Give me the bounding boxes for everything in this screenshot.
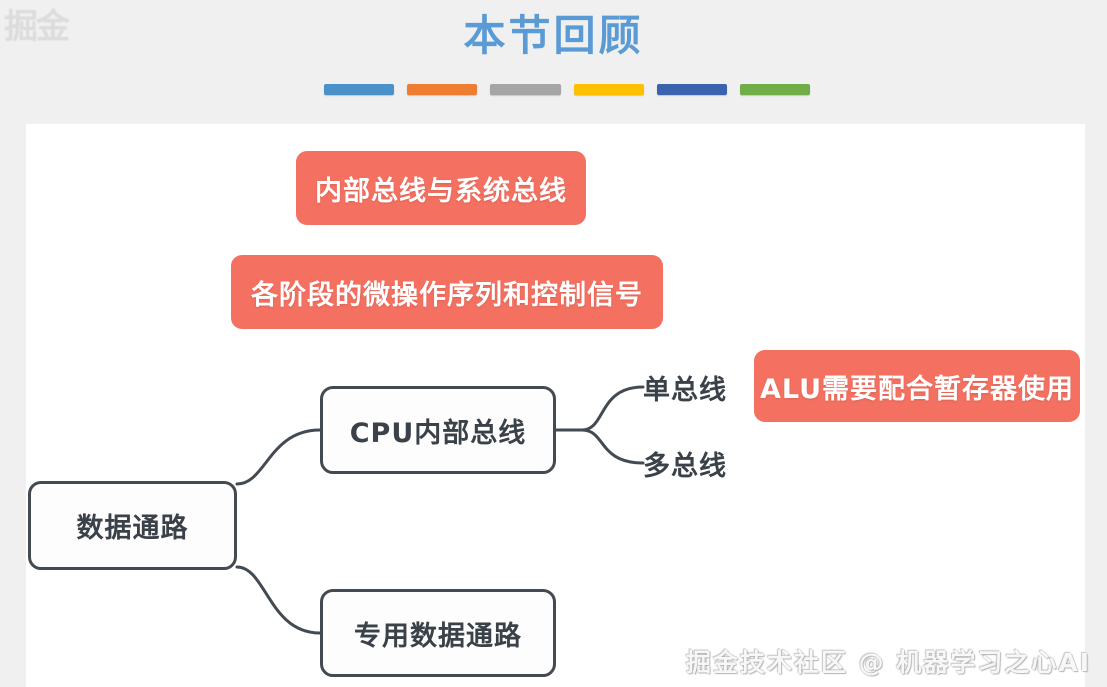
node-data-path[interactable]: 数据通路 bbox=[28, 481, 237, 570]
bottom-watermark: 掘金技术社区 @ 机器学习之心AI bbox=[685, 648, 1091, 677]
accent-bar-amber-icon bbox=[573, 84, 644, 95]
node-dedicated-data-path-label: 专用数据通路 bbox=[354, 620, 522, 652]
accent-bar-group bbox=[324, 84, 811, 96]
node-single-bus-label: 单总线 bbox=[643, 374, 727, 406]
node-multi-bus[interactable]: 多总线 bbox=[643, 442, 803, 484]
mindmap-diagram: 内部总线与系统总线 各阶段的微操作序列和控制信号 ALU需要配合暂存器使用 CP… bbox=[26, 124, 1085, 687]
accent-bar-orange-icon bbox=[407, 84, 478, 95]
accent-bar-gray-icon bbox=[490, 84, 561, 95]
accent-bar-blue-dark-icon bbox=[656, 84, 727, 95]
node-cpu-internal-bus[interactable]: CPU内部总线 bbox=[320, 386, 556, 474]
accent-bar-green-icon bbox=[739, 84, 811, 95]
slide-canvas: 内部总线与系统总线 各阶段的微操作序列和控制信号 ALU需要配合暂存器使用 CP… bbox=[26, 124, 1085, 687]
node-single-bus[interactable]: 单总线 bbox=[643, 366, 803, 408]
corner-watermark: 掘金 bbox=[4, 8, 70, 46]
node-cpu-internal-bus-label: CPU内部总线 bbox=[349, 417, 527, 449]
node-micro-operations[interactable]: 各阶段的微操作序列和控制信号 bbox=[231, 255, 663, 329]
accent-bar-blue-light-icon bbox=[324, 84, 395, 95]
node-micro-operations-label: 各阶段的微操作序列和控制信号 bbox=[251, 279, 643, 311]
node-alu-latch-label: ALU需要配合暂存器使用 bbox=[759, 373, 1075, 405]
node-internal-system-bus-label: 内部总线与系统总线 bbox=[315, 175, 567, 207]
slide-header: 本节回顾 bbox=[0, 0, 1107, 124]
node-alu-latch[interactable]: ALU需要配合暂存器使用 bbox=[754, 350, 1080, 422]
node-multi-bus-label: 多总线 bbox=[643, 450, 727, 482]
page-title: 本节回顾 bbox=[463, 11, 644, 60]
node-data-path-label: 数据通路 bbox=[76, 513, 189, 544]
node-dedicated-data-path[interactable]: 专用数据通路 bbox=[320, 589, 556, 677]
node-internal-system-bus[interactable]: 内部总线与系统总线 bbox=[296, 151, 586, 225]
